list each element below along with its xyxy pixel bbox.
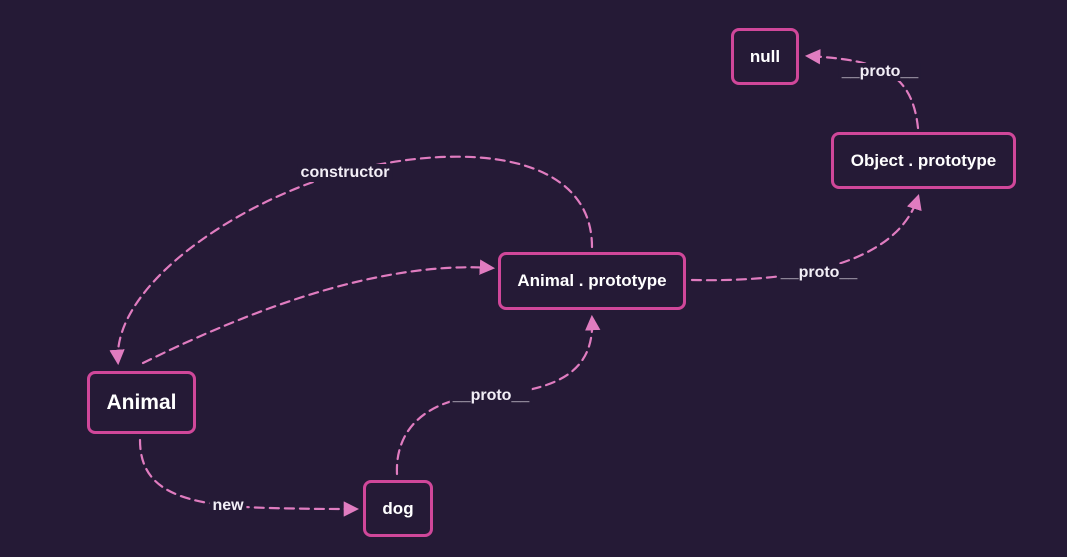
edge-new: [138, 438, 360, 517]
node-dog: dog: [363, 480, 433, 537]
edge-label-dog-proto: __proto__: [449, 387, 533, 405]
node-animal-prototype: Animal . prototype: [498, 252, 686, 310]
edge-label-new: new: [209, 497, 247, 515]
edge-label-null-proto: __proto__: [838, 63, 922, 81]
node-animal: Animal: [87, 371, 196, 434]
edge-animal-to-animal-prototype: [141, 259, 496, 365]
edge-label-animal-prototype-proto: __proto__: [777, 264, 861, 282]
node-object-prototype: Object . prototype: [831, 132, 1016, 189]
edge-label-constructor: constructor: [297, 164, 393, 182]
edge-constructor: [109, 155, 594, 366]
node-null: null: [731, 28, 799, 85]
